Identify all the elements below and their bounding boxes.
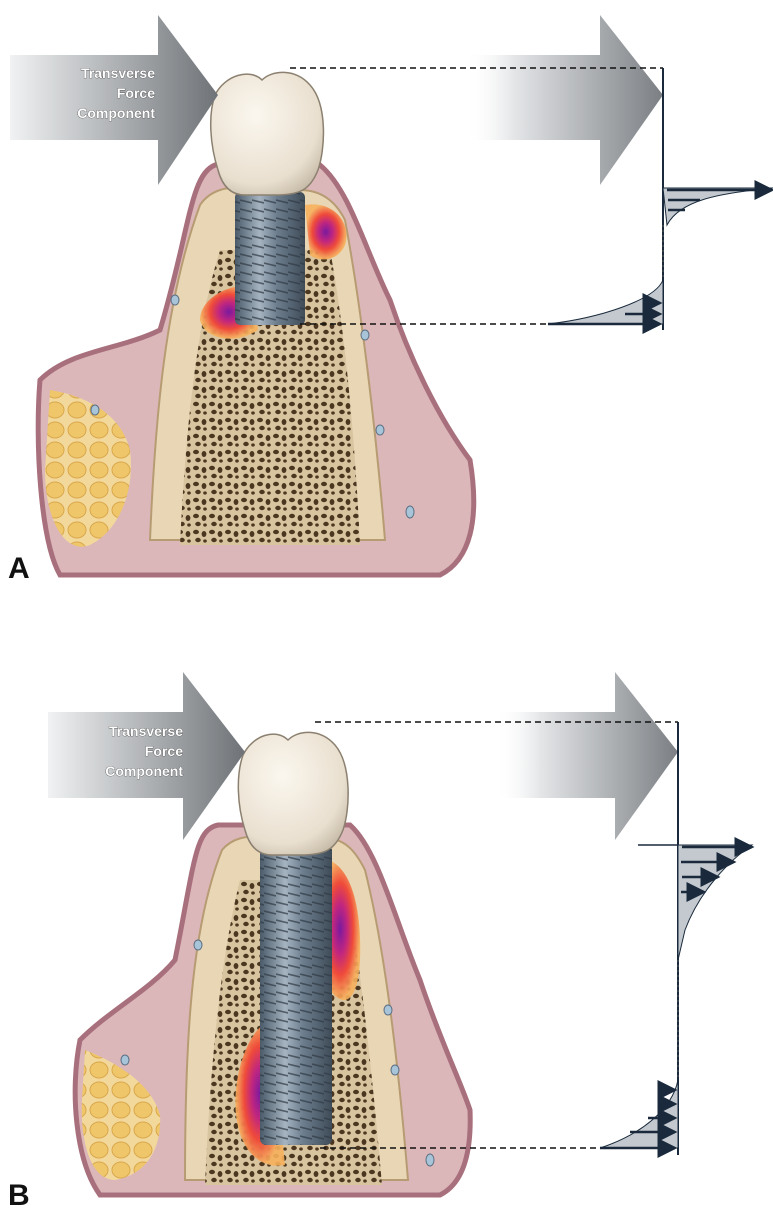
panel-a: Transverse Force Component A — [8, 15, 773, 585]
force-label-line1-b: Transverse — [109, 723, 183, 739]
force-arrow-right-b — [495, 672, 678, 840]
panel-label-b: B — [8, 1179, 30, 1208]
force-label-line3-a: Component — [77, 105, 155, 121]
force-label-line2-a: Force — [117, 85, 155, 101]
force-distribution-bottom-b — [600, 1080, 678, 1148]
force-arrow-left-a — [10, 15, 218, 185]
implant-threads-a — [235, 192, 305, 325]
crown-b — [238, 732, 348, 855]
force-label-line3-b: Component — [105, 763, 183, 779]
force-label-line2-b: Force — [145, 743, 183, 759]
force-label-line1-a: Transverse — [81, 65, 155, 81]
force-arrow-right-a — [465, 15, 663, 185]
force-distribution-top-a — [663, 188, 773, 225]
implant-threads-b — [260, 845, 332, 1145]
panel-label-a: A — [8, 552, 30, 585]
panel-b: Transverse Force Component B — [8, 672, 752, 1208]
crown-a — [211, 72, 324, 195]
